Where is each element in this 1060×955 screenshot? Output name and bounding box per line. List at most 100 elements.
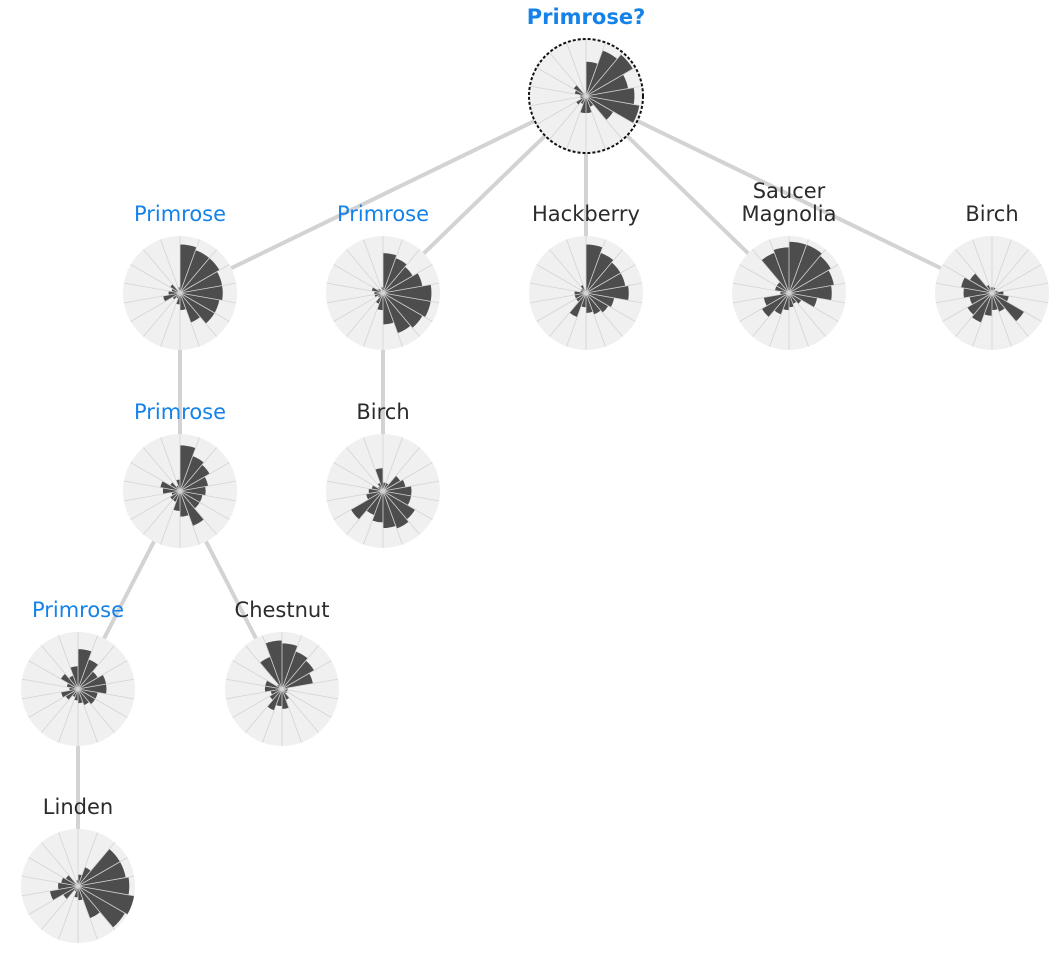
spoke-line [326, 292, 384, 304]
spoke-line [972, 239, 993, 294]
spoke-line [549, 249, 587, 294]
petal-wedge [264, 686, 282, 692]
spoke-line [566, 292, 587, 347]
spoke-line [179, 490, 230, 520]
petal-wedge [65, 875, 78, 886]
petal-wedge [383, 486, 412, 496]
spoke-line [58, 688, 79, 743]
petal-wedge [78, 861, 126, 886]
petal-wedge [368, 488, 383, 494]
spoke-line [333, 264, 384, 294]
spoke-line [160, 490, 181, 545]
petal-wedge [180, 486, 206, 496]
node-pp[interactable]: Primrose [123, 400, 237, 548]
petal-wedge [180, 258, 220, 293]
spoke-line [536, 95, 587, 125]
petal-wedge [383, 293, 431, 318]
spoke-line [41, 842, 79, 887]
spoke-line [326, 490, 384, 502]
node-label-line: Hackberry [532, 202, 640, 226]
node-label-line: Saucer [753, 179, 826, 203]
petal-wedge [586, 293, 615, 308]
node-chest[interactable]: Chestnut [225, 598, 339, 746]
petal-wedge [586, 252, 614, 293]
petal-wedge [78, 689, 96, 705]
spoke-line [225, 678, 283, 690]
spoke-line [382, 490, 433, 520]
spoke-line [179, 264, 230, 294]
edge-root-birch1 [585, 94, 993, 295]
spoke-line [972, 292, 993, 347]
petal-wedge [267, 689, 282, 711]
spoke-line [585, 95, 606, 150]
petal-wedge [586, 74, 629, 96]
spoke-line [77, 857, 128, 887]
node-birch1[interactable]: Birch [935, 202, 1049, 350]
spoke-line [585, 95, 643, 107]
spoke-line [991, 282, 1049, 294]
spoke-line [179, 480, 237, 492]
spoke-line [143, 490, 181, 535]
spoke-line [382, 282, 440, 294]
spoke-line [77, 678, 135, 690]
spoke-line [160, 292, 181, 347]
spoke-line [585, 292, 606, 347]
petal-wedge [573, 85, 586, 96]
petal-wedge [58, 882, 78, 890]
spoke-line [333, 292, 384, 322]
spoke-line [529, 95, 587, 107]
petal-wedge [78, 848, 120, 886]
petal-wedge [260, 656, 282, 689]
edge-root-p1 [179, 94, 587, 295]
spoke-line [130, 462, 181, 492]
spoke-line [935, 282, 993, 294]
node-birch2[interactable]: Birch [326, 400, 440, 548]
spoke-line [77, 885, 128, 915]
node-ppp[interactable]: Primrose [21, 598, 135, 746]
petal-wedge [586, 262, 621, 293]
spoke-line [382, 292, 420, 337]
petal-wedge [761, 252, 789, 293]
petal-wedge [65, 689, 78, 700]
node-root[interactable]: Primrose? [527, 5, 646, 154]
spoke-line [382, 462, 433, 492]
spoke-line [77, 832, 98, 887]
petal-wedge [569, 293, 586, 318]
spoke-line [536, 264, 587, 294]
node-p1[interactable]: Primrose [123, 202, 237, 350]
spoke-line [788, 264, 839, 294]
petal-wedge [789, 244, 822, 293]
petal-wedge [78, 689, 89, 706]
petal-wedge [586, 96, 640, 124]
petal-wedge [963, 288, 992, 298]
petal-wedge [789, 255, 831, 293]
spoke-line [382, 249, 420, 294]
petal-wedge [162, 488, 180, 494]
spoke-line [281, 678, 339, 690]
petal-wedge [60, 673, 78, 689]
node-label: Primrose [32, 598, 124, 622]
petal-wedge [180, 476, 209, 491]
spoke-line [549, 95, 587, 140]
petal-wedge [170, 491, 180, 500]
spoke-line [58, 635, 79, 690]
petal-wedge [789, 293, 802, 304]
spoke-line [179, 292, 230, 322]
node-label-line: Primrose [134, 202, 226, 226]
node-p2[interactable]: Primrose [326, 202, 440, 350]
spoke-line [77, 885, 135, 897]
spoke-line [245, 645, 283, 690]
spoke-line [77, 660, 128, 690]
spoke-line [160, 239, 181, 294]
spoke-line [123, 490, 181, 502]
node-hack[interactable]: Hackberry [529, 202, 643, 350]
spoke-line [382, 480, 440, 492]
spoke-line [58, 832, 79, 887]
spoke-line [346, 490, 384, 535]
node-linden[interactable]: Linden [21, 795, 135, 943]
spoke-line [281, 688, 302, 743]
petal-wedge [63, 886, 78, 900]
spoke-line [179, 292, 217, 337]
